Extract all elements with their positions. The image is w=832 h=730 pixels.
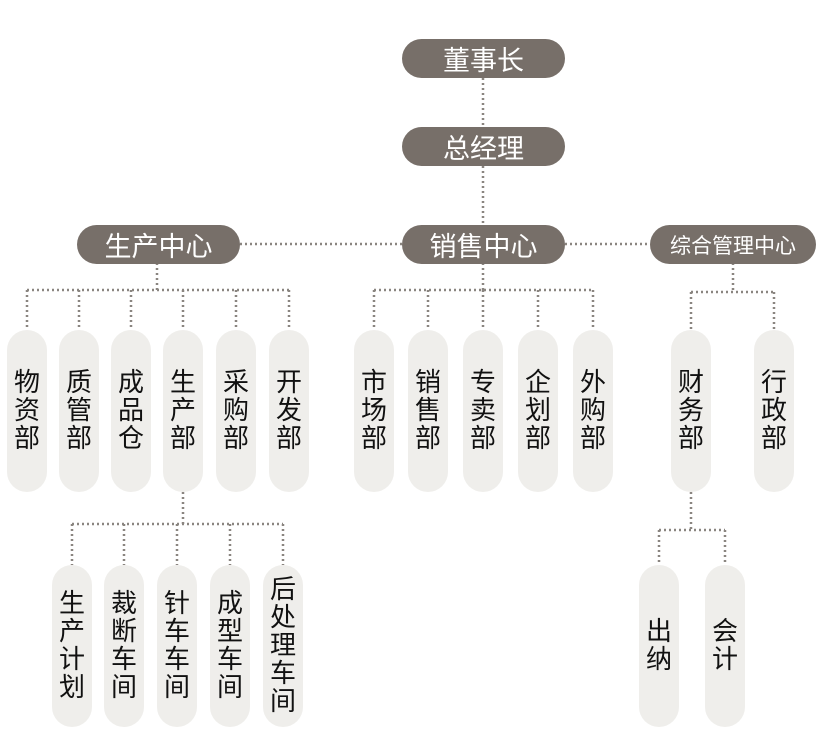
chairman-box: 董事长	[402, 39, 565, 78]
sales-center-box: 销售中心	[402, 225, 565, 264]
unit-accounting: 会计	[705, 565, 745, 727]
dept-finished-warehouse-label: 成品仓	[118, 368, 145, 454]
unit-accounting-label: 会计	[712, 617, 739, 675]
dept-development: 开发部	[269, 330, 309, 492]
dept-finance-label: 财务部	[678, 368, 705, 454]
admin-center-box: 综合管理中心	[650, 225, 816, 264]
workshop-production-planning-label: 生产计划	[59, 589, 86, 703]
connector-admin-depts	[689, 263, 776, 330]
dept-planning-label: 企划部	[525, 368, 552, 454]
dept-administration-label: 行政部	[761, 368, 788, 454]
connector-sales-depts	[372, 263, 595, 330]
dept-purchasing-label: 采购部	[223, 368, 250, 454]
production-center-box: 生产中心	[77, 225, 240, 264]
dept-exclusive-store: 专卖部	[463, 330, 503, 492]
dept-finance: 财务部	[671, 330, 711, 492]
general-manager-box: 总经理	[402, 127, 565, 166]
dept-external-purchasing: 外购部	[573, 330, 613, 492]
dept-sales: 销售部	[408, 330, 448, 492]
dept-quality: 质管部	[59, 330, 99, 492]
dept-materials-label: 物资部	[14, 368, 41, 454]
dept-finished-warehouse: 成品仓	[111, 330, 151, 492]
workshop-production-planning: 生产计划	[52, 565, 92, 727]
sales-center-label: 销售中心	[429, 232, 538, 263]
dept-sales-label: 销售部	[415, 368, 442, 454]
general-manager-label: 总经理	[443, 134, 524, 165]
admin-center-label: 综合管理中心	[670, 233, 796, 258]
connector-finance-units	[657, 492, 727, 565]
dept-planning: 企划部	[518, 330, 558, 492]
workshop-cutting-label: 裁断车间	[111, 589, 138, 703]
dept-external-purchasing-label: 外购部	[580, 368, 607, 454]
dept-quality-label: 质管部	[66, 368, 93, 454]
chairman-label: 董事长	[443, 46, 524, 77]
dept-production-label: 生产部	[170, 368, 197, 454]
unit-cashier-label: 出纳	[646, 617, 673, 675]
connector-production-depts	[25, 263, 291, 330]
workshop-finishing-label: 后处理车间	[270, 575, 297, 717]
unit-cashier: 出纳	[639, 565, 679, 727]
dept-market: 市场部	[354, 330, 394, 492]
dept-development-label: 开发部	[276, 368, 303, 454]
connector-production-workshops	[70, 492, 285, 565]
dept-market-label: 市场部	[361, 368, 388, 454]
workshop-cutting: 裁断车间	[104, 565, 144, 727]
dept-materials: 物资部	[7, 330, 47, 492]
workshop-lasting: 成型车间	[210, 565, 250, 727]
dept-purchasing: 采购部	[216, 330, 256, 492]
workshop-stitching: 针车车间	[157, 565, 197, 727]
dept-administration: 行政部	[754, 330, 794, 492]
workshop-finishing: 后处理车间	[263, 565, 303, 727]
workshop-stitching-label: 针车车间	[164, 589, 191, 703]
production-center-label: 生产中心	[104, 232, 213, 263]
dept-production: 生产部	[163, 330, 203, 492]
dept-exclusive-store-label: 专卖部	[470, 368, 497, 454]
workshop-lasting-label: 成型车间	[217, 589, 244, 703]
